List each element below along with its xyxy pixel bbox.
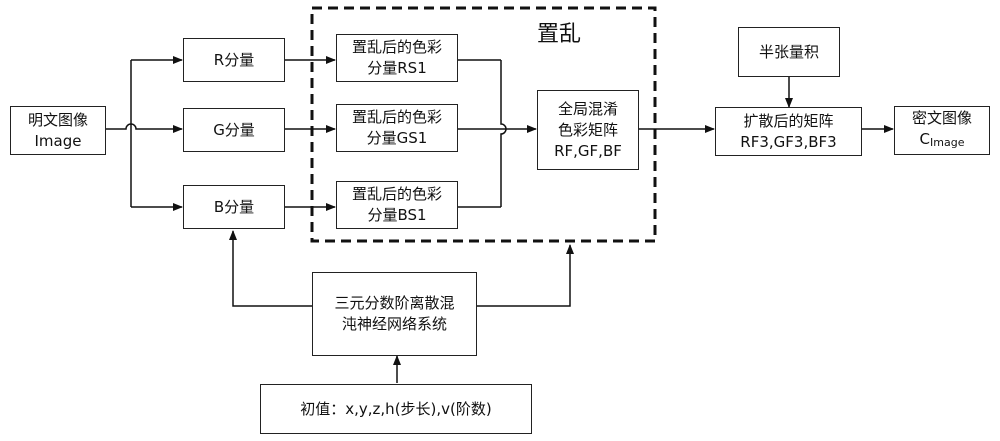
b-component-box: B分量 (183, 185, 285, 229)
g-component-label: G分量 (213, 120, 255, 141)
cipher-image-label: 密文图像 (912, 108, 972, 129)
r-component-box: R分量 (183, 38, 285, 82)
cipher-subscript: Image (930, 136, 964, 149)
chaos-system-line2: 沌神经网络系统 (342, 314, 447, 335)
cipher-c: C (920, 130, 930, 148)
scrambled-bs1-line1: 置乱后的色彩 (352, 184, 442, 205)
diffused-matrix-line1: 扩散后的矩阵 (743, 111, 833, 132)
diffused-matrix-box: 扩散后的矩阵 RF3,GF3,BF3 (715, 107, 862, 156)
scrambled-gs1-box: 置乱后的色彩 分量GS1 (336, 104, 458, 152)
cipher-image-box: 密文图像 CImage (894, 106, 990, 155)
half-tensor-box: 半张量积 (738, 27, 840, 77)
cipher-image-sublabel: CImage (920, 129, 965, 153)
chaos-system-line1: 三元分数阶离散混 (334, 293, 454, 314)
global-mix-box: 全局混淆 色彩矩阵 RF,GF,BF (537, 90, 639, 170)
plain-image-label: 明文图像 (28, 110, 88, 131)
plain-image-box: 明文图像 Image (10, 106, 106, 155)
b-component-label: B分量 (214, 197, 254, 218)
g-component-box: G分量 (183, 108, 285, 152)
scrambled-gs1-line2: 分量GS1 (367, 128, 428, 149)
global-mix-line1: 全局混淆 (558, 99, 618, 120)
diffused-matrix-line2: RF3,GF3,BF3 (740, 132, 836, 153)
scrambled-gs1-line1: 置乱后的色彩 (352, 107, 442, 128)
plain-image-sublabel: Image (35, 131, 82, 152)
initial-values-box: 初值：x,y,z,h(步长),v(阶数) (260, 384, 532, 434)
initial-values-label: 初值：x,y,z,h(步长),v(阶数) (300, 399, 492, 420)
scrambled-bs1-line2: 分量BS1 (367, 205, 426, 226)
global-mix-line2: 色彩矩阵 (558, 120, 618, 141)
group-title: 置乱 (537, 16, 581, 48)
scrambled-rs1-box: 置乱后的色彩 分量RS1 (336, 34, 458, 82)
r-component-label: R分量 (214, 50, 254, 71)
global-mix-line3: RF,GF,BF (554, 141, 622, 162)
half-tensor-label: 半张量积 (759, 42, 819, 63)
scrambled-bs1-box: 置乱后的色彩 分量BS1 (336, 181, 458, 229)
scrambled-rs1-line2: 分量RS1 (367, 58, 427, 79)
scrambled-rs1-line1: 置乱后的色彩 (352, 37, 442, 58)
chaos-system-box: 三元分数阶离散混 沌神经网络系统 (312, 272, 477, 356)
